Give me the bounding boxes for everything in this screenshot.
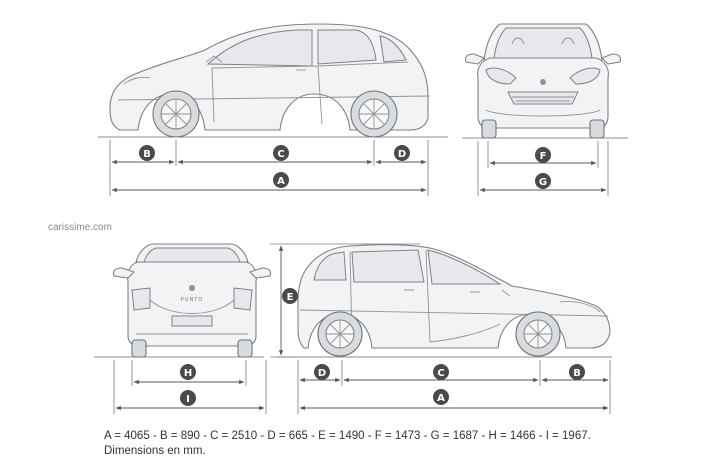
svg-text:B: B bbox=[573, 368, 581, 379]
side-view-5-door bbox=[270, 243, 612, 414]
svg-text:F: F bbox=[540, 151, 547, 162]
svg-text:E: E bbox=[287, 292, 294, 303]
label-d-top: D bbox=[394, 145, 410, 161]
svg-text:G: G bbox=[539, 177, 547, 188]
label-a-bottom: A bbox=[433, 389, 449, 405]
front-view bbox=[462, 23, 628, 196]
svg-text:D: D bbox=[398, 149, 406, 160]
dimensions-list: A = 4065 - B = 890 - C = 2510 - D = 665 … bbox=[104, 430, 591, 442]
label-b-bottom: B bbox=[569, 364, 585, 380]
rear-badge-text: PUNTO bbox=[181, 297, 203, 303]
watermark: carissime.com bbox=[48, 222, 112, 233]
label-i: I bbox=[180, 390, 196, 406]
side-view-3-door bbox=[98, 23, 448, 196]
label-f: F bbox=[535, 147, 551, 163]
svg-text:A: A bbox=[277, 176, 285, 187]
label-b-top: B bbox=[139, 145, 155, 161]
svg-text:D: D bbox=[318, 368, 326, 379]
label-e: E bbox=[282, 288, 298, 304]
svg-text:B: B bbox=[143, 149, 151, 160]
rear-view bbox=[94, 243, 272, 414]
svg-text:C: C bbox=[437, 368, 444, 379]
dimensions-caption: A = 4065 - B = 890 - C = 2510 - D = 665 … bbox=[104, 429, 591, 459]
label-c-top: C bbox=[273, 145, 289, 161]
svg-text:C: C bbox=[277, 149, 284, 160]
label-c-bottom: C bbox=[433, 364, 449, 380]
label-h: H bbox=[180, 364, 196, 380]
label-d-bottom: D bbox=[314, 364, 330, 380]
dimensions-unit-note: Dimensions en mm. bbox=[104, 445, 206, 457]
svg-text:I: I bbox=[186, 394, 190, 405]
svg-text:A: A bbox=[437, 393, 445, 404]
label-a-top: A bbox=[273, 172, 289, 188]
svg-text:H: H bbox=[184, 368, 192, 379]
label-g: G bbox=[535, 173, 551, 189]
